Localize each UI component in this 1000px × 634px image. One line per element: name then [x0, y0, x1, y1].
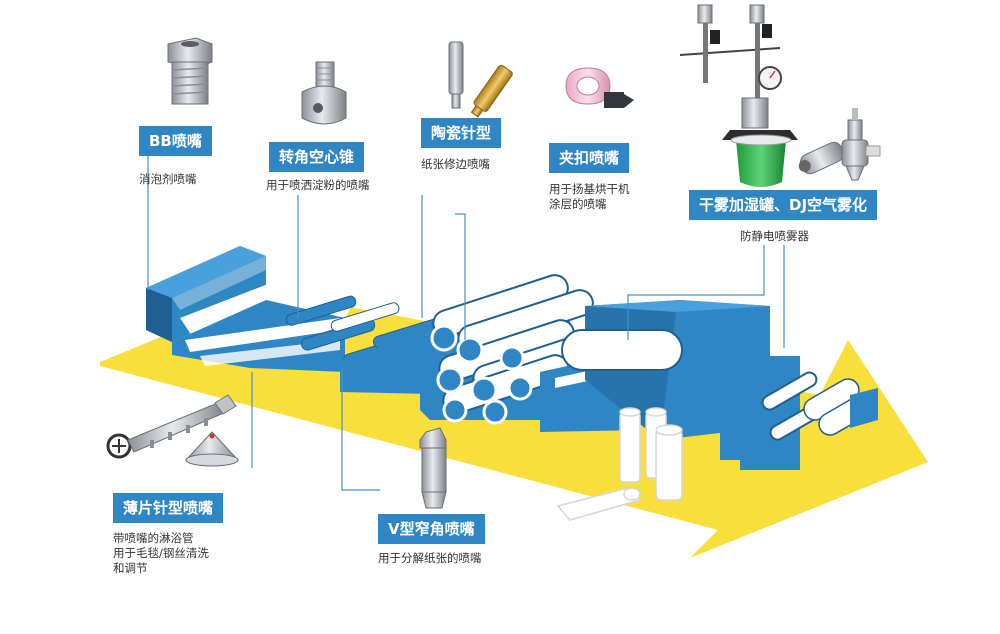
label-humidifier-atomizer: 干雾加湿罐、DJ空气雾化: [689, 190, 878, 220]
label-clamp-nozzle: 夹扣喷嘴: [549, 143, 630, 173]
headbox-section: [146, 246, 355, 372]
label-v-narrow-nozzle: V型窄角喷嘴: [378, 514, 485, 544]
desc-ceramic-needle-nozzle: 纸张修边喷嘴: [421, 157, 490, 172]
desc-v-narrow-nozzle: 用于分解纸张的喷嘴: [378, 551, 482, 566]
leader-lines: [147, 155, 785, 491]
desc-line: 防静电喷雾器: [740, 229, 809, 243]
desc-humidifier-atomizer: 防静电喷雾器: [740, 229, 809, 244]
reel-section: [740, 356, 878, 470]
label-bb-nozzle: BB喷嘴: [139, 126, 212, 156]
desc-clamp-nozzle: 用于扬基烘干机 涂层的喷嘴: [549, 182, 630, 212]
shower-pipe-icon: [106, 394, 240, 467]
hollow-cone-nozzle-icon: [301, 61, 347, 125]
desc-line: 消泡剂喷嘴: [139, 172, 197, 186]
desc-bb-nozzle: 消泡剂喷嘴: [139, 172, 197, 187]
press-section-base: [340, 330, 430, 394]
desc-line: 用于分解纸张的喷嘴: [378, 551, 482, 565]
desc-line: 涂层的喷嘴: [549, 197, 607, 211]
label-flat-needle-nozzle: 薄片针型喷嘴: [113, 493, 224, 523]
label-ceramic-needle-nozzle: 陶瓷针型: [421, 118, 502, 148]
desc-line: 用于毛毯/钢丝清洗: [113, 546, 209, 560]
label-hollow-cone-nozzle: 转角空心锥: [269, 142, 365, 172]
paper-rolls: [556, 407, 683, 521]
v-narrow-nozzle-icon: [419, 427, 447, 509]
desc-line: 带喷嘴的淋浴管: [113, 531, 194, 545]
desc-line: 用于扬基烘干机: [549, 182, 630, 196]
ceramic-needle-nozzle-icon: [448, 41, 513, 118]
clamp-nozzle-icon: [565, 67, 634, 108]
humidifier-atomizer-icon: [679, 4, 881, 187]
desc-line: 纸张修边喷嘴: [421, 157, 490, 171]
desc-line: 用于喷洒淀粉的喷嘴: [266, 178, 370, 192]
desc-hollow-cone-nozzle: 用于喷洒淀粉的喷嘴: [266, 178, 370, 193]
bb-nozzle-icon: [167, 37, 213, 105]
desc-flat-needle-nozzle: 带喷嘴的淋浴管 用于毛毯/钢丝清洗 和调节: [113, 531, 209, 576]
desc-line: 和调节: [113, 561, 148, 575]
